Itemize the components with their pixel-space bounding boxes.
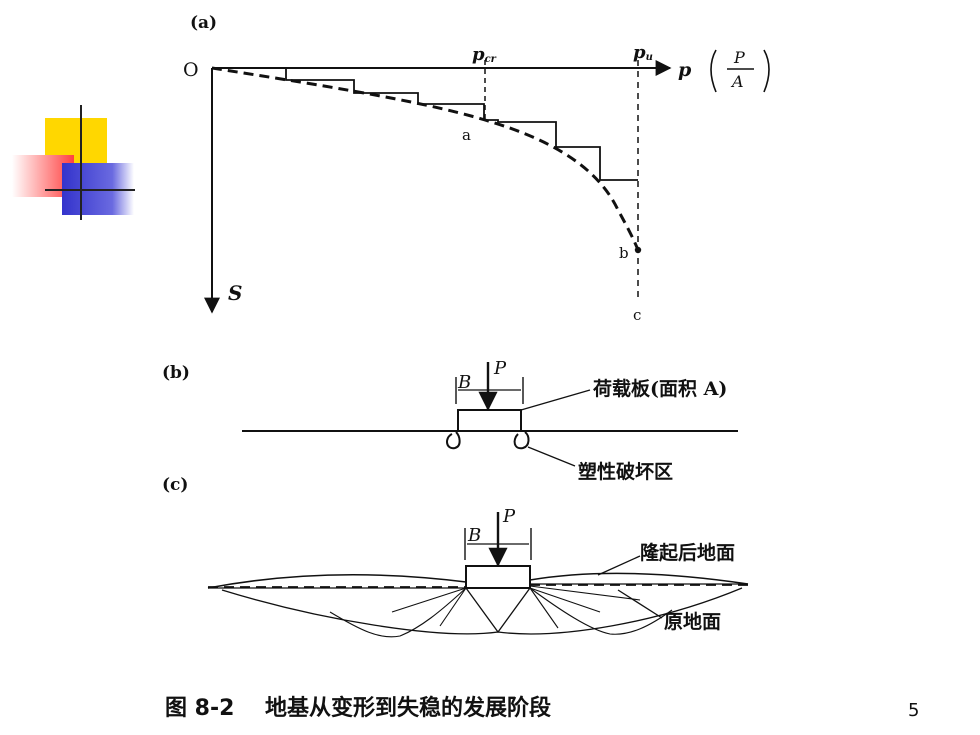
- slip-fan-left: [329, 587, 467, 638]
- plate-label: 荷载板(面积 A): [593, 377, 727, 400]
- original-leader: [617, 589, 663, 619]
- plastic-zone-left: [446, 431, 461, 450]
- panel-b-label: (b): [162, 363, 190, 383]
- heaved-ground-label: 隆起后地面: [640, 541, 735, 564]
- heave-leader: [597, 555, 641, 576]
- b-label-c: B: [467, 525, 481, 546]
- heave-left: [207, 574, 467, 589]
- paren-left: [710, 49, 717, 93]
- pcr-label: pcr: [472, 44, 497, 65]
- point-c-label: c: [633, 306, 641, 324]
- active-wedge: [465, 587, 531, 634]
- plastic-zone-label: 塑性破坏区: [578, 460, 673, 483]
- s-axis-label: S: [228, 281, 242, 305]
- p-label-c: P: [502, 506, 516, 527]
- footing-c: [465, 565, 531, 589]
- point-b-dot: [634, 246, 642, 254]
- panel-c: (c) B P 隆起后地面 原地面: [162, 475, 749, 638]
- panel-a: (a) O pcr pu p P A S a b c: [183, 13, 770, 324]
- ray-right-3: [529, 585, 641, 601]
- ray-right-1: [529, 587, 601, 613]
- ray-right-2: [529, 587, 559, 629]
- slip-surface-right: [497, 587, 743, 635]
- panel-c-label: (c): [162, 475, 188, 495]
- original-ground-label: 原地面: [664, 610, 721, 633]
- point-a-label: a: [462, 126, 471, 144]
- panel-a-label: (a): [190, 13, 217, 33]
- frac-numerator: P: [733, 48, 745, 67]
- paren-right: [763, 49, 770, 93]
- ray-left-2: [439, 587, 467, 627]
- ray-left-1: [391, 587, 467, 613]
- deco-vertical-line: [80, 105, 82, 220]
- p-axis-label: p: [678, 59, 692, 81]
- figure-caption: 图 8-2 地基从变形到失稳的发展阶段: [165, 696, 552, 721]
- pu-label: pu: [633, 42, 653, 63]
- origin-label: O: [183, 59, 199, 81]
- slip-surface-left: [221, 589, 499, 635]
- p-s-curve: [211, 66, 640, 251]
- p-label-b: P: [493, 358, 507, 379]
- heave-right: [529, 572, 749, 585]
- slip-fan-right: [529, 587, 673, 635]
- deco-horizontal-line: [45, 189, 135, 191]
- page-number: 5: [908, 700, 920, 721]
- zone-leader: [527, 446, 576, 467]
- b-label-b: B: [457, 372, 471, 393]
- load-plate-b: [457, 409, 522, 432]
- plastic-zone-right: [513, 431, 530, 450]
- plate-leader: [520, 389, 591, 411]
- panel-b: (b) B P 荷载板(面积 A) 塑性破坏区: [162, 358, 738, 483]
- frac-denominator: A: [730, 72, 744, 91]
- load-steps: [212, 67, 638, 181]
- point-b-label: b: [619, 244, 629, 262]
